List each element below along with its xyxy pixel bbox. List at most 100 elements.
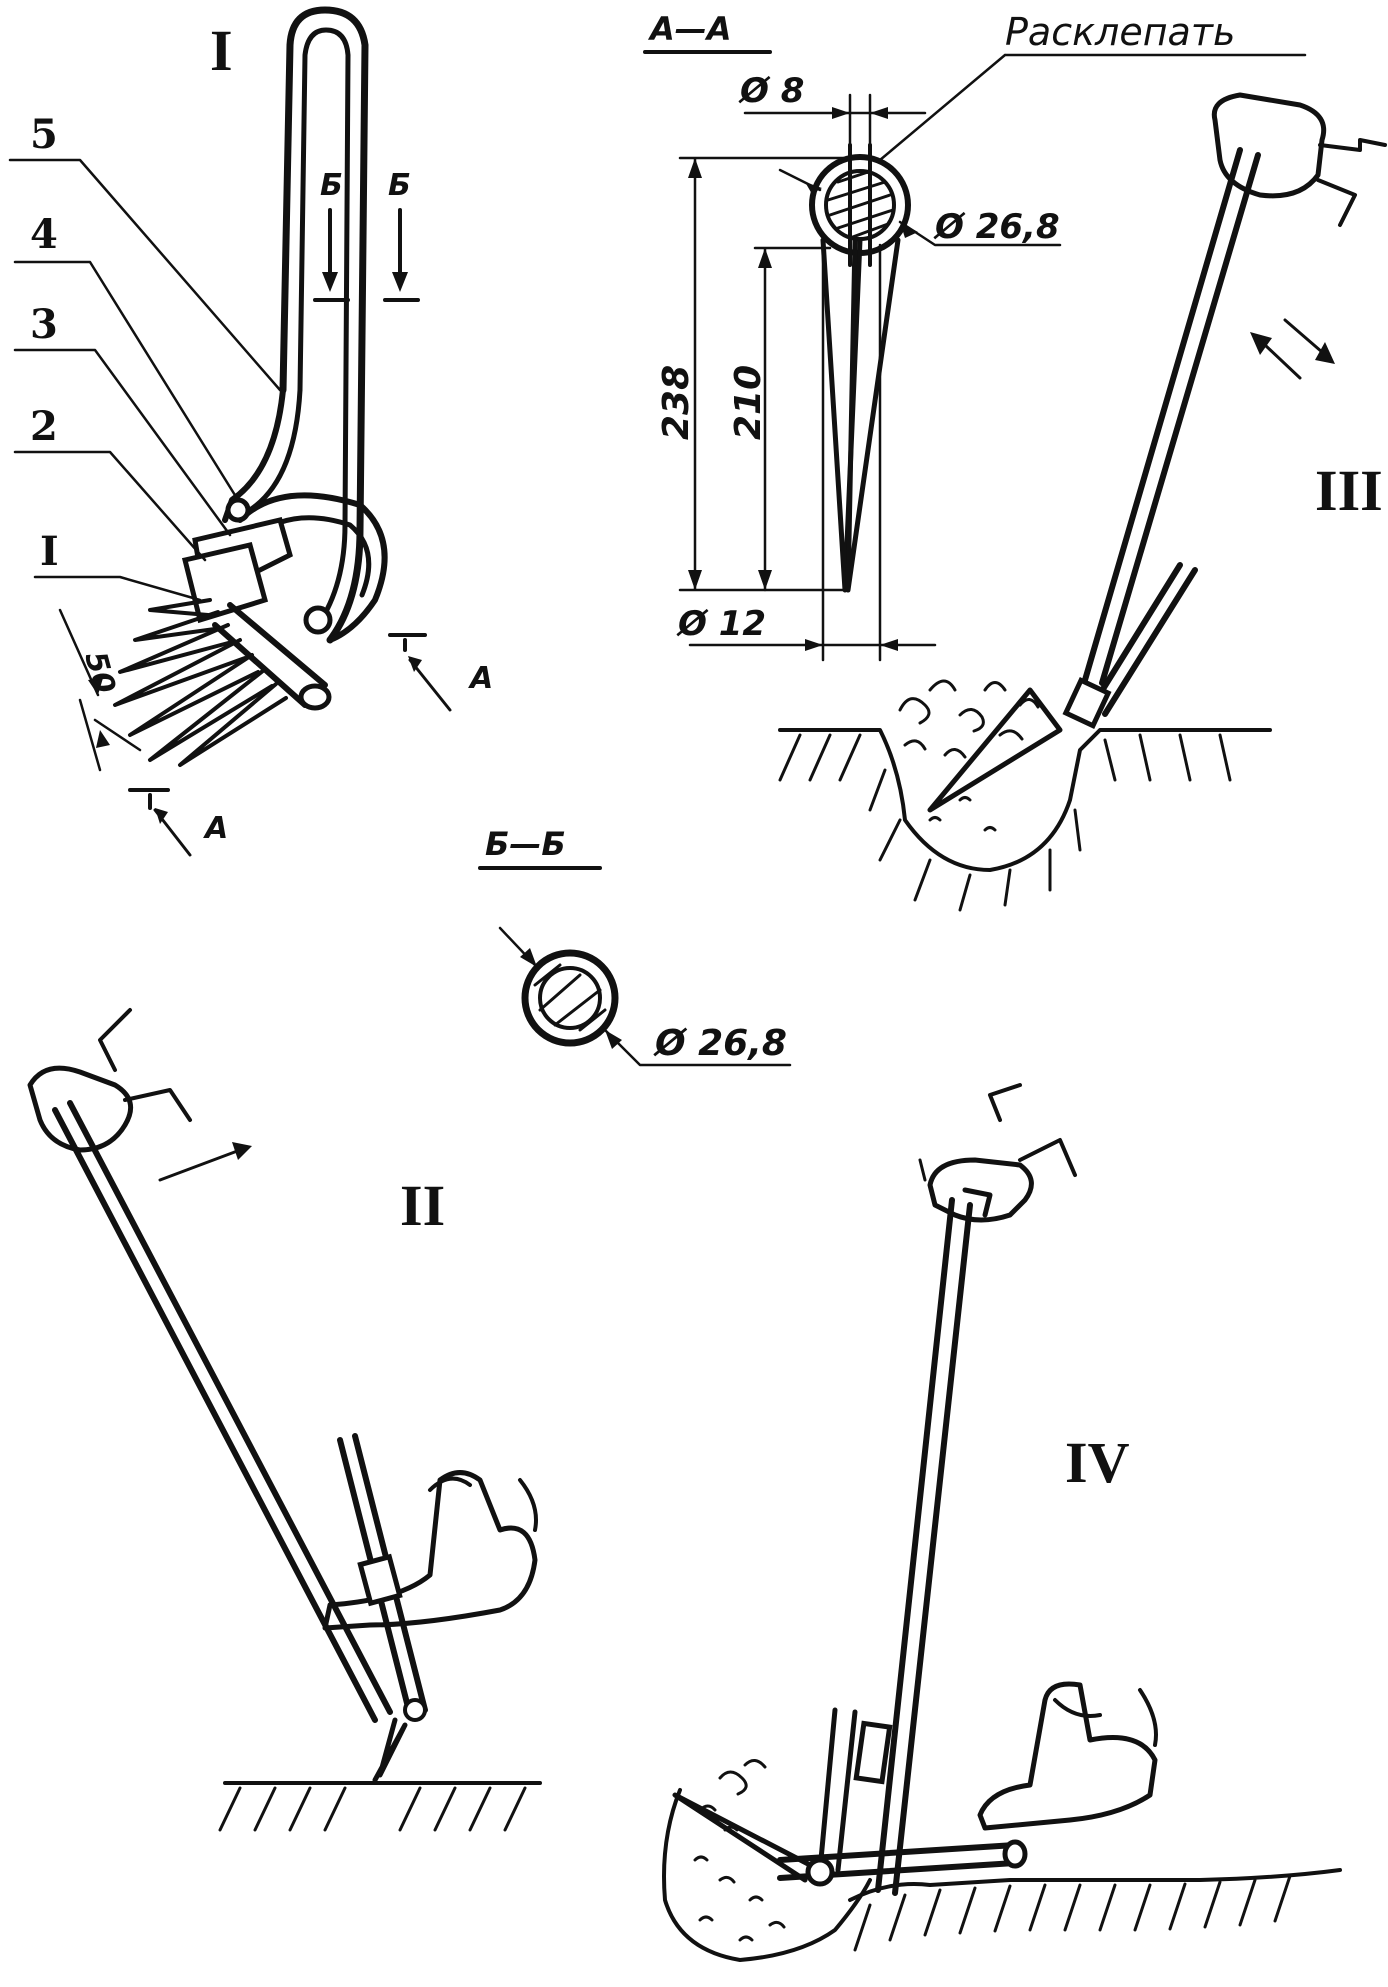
- rivet-note: Расклепать: [1005, 10, 1235, 54]
- section-a-mark-bottom-bar: [128, 788, 170, 810]
- view-ii: II: [27, 1008, 542, 1832]
- tooth-length-label: 210: [728, 365, 769, 440]
- tube-b-outer: [521, 949, 619, 1047]
- view-i-label: I: [210, 18, 233, 83]
- tooth: [148, 668, 274, 762]
- length-210-lines: [753, 246, 832, 592]
- tooth: [128, 653, 260, 737]
- lever-arm-iv: [817, 1707, 858, 1873]
- sleeve-iv: [988, 1083, 1077, 1177]
- ground-pit-iii: [778, 728, 1272, 872]
- lever-iii: [1087, 562, 1198, 717]
- boot-iv: [977, 1681, 1158, 1831]
- tooth-base-lines: [688, 238, 937, 662]
- teeth: [113, 598, 288, 767]
- teeth-iii: [927, 687, 1063, 813]
- tooth-base-diameter-label: Ø 12: [676, 604, 766, 644]
- leader-3: [13, 348, 232, 537]
- view-iv: IV: [662, 1083, 1342, 1962]
- ground-hatching-ii: [218, 1786, 527, 1832]
- boot-ii: [322, 1470, 538, 1631]
- ground-iv: [848, 1868, 1342, 1902]
- hand-ii: [27, 1065, 134, 1153]
- callout-1: I: [40, 528, 59, 575]
- section-a-letter-bottom: А: [203, 811, 228, 846]
- rivet-lower: [303, 605, 333, 635]
- tick-iv: [918, 1158, 927, 1182]
- callout-4: 4: [30, 211, 58, 258]
- tooth-ii: [372, 1717, 408, 1783]
- callout-2: 2: [30, 403, 58, 450]
- overall-height-label: 238: [656, 365, 697, 440]
- handle-ii: [52, 1100, 393, 1723]
- axle-bar: [212, 602, 328, 708]
- axle-end: [298, 683, 332, 711]
- clamp-block: [181, 542, 269, 624]
- section-b-letter-right: Б: [388, 168, 411, 203]
- sleeve-iii: [1316, 138, 1387, 227]
- section-b-arrowhead-left: [322, 272, 338, 292]
- ground-hatching-iv: [853, 1874, 1292, 1952]
- view-i-assembly: I 5 4 3 2: [8, 6, 493, 857]
- section-a-arrow-top: [408, 658, 452, 712]
- boot-detail-iv: [1053, 1688, 1158, 1747]
- soil-mound-iv: [662, 1788, 872, 1962]
- motion-arrowheads-iii: [1250, 332, 1335, 364]
- rivet-diameter-arrows: [832, 107, 888, 119]
- teeth-iv: [672, 1792, 813, 1883]
- sleeve-ii: [98, 1008, 192, 1122]
- callout-3: 3: [30, 301, 58, 348]
- tooth: [148, 598, 212, 617]
- view-ii-label: II: [400, 1173, 445, 1238]
- tube-hatching: [826, 170, 895, 240]
- tube-diameter-label-b: Ø 26,8: [653, 1023, 787, 1064]
- soil-lumps-iii: [898, 679, 1040, 832]
- section-aa: А—А Расклепать Ø 8 Ø 26,8 238 210 Ø 12: [643, 10, 1307, 662]
- rivet-note-leader: [878, 53, 1307, 162]
- tooth: [133, 610, 224, 642]
- hand-iii: [1211, 92, 1327, 199]
- section-bb-title: Б—Б: [485, 825, 566, 863]
- rivet-diameter-label: Ø 8: [738, 71, 804, 111]
- boot-detail-ii: [428, 1476, 538, 1532]
- clamp-iv: [853, 1720, 893, 1785]
- rivet-upper: [225, 497, 251, 523]
- handle-bend-inner: [247, 387, 303, 513]
- tube-diameter-arrows-a: [805, 182, 918, 238]
- section-a-arrowhead-bottom: [155, 808, 168, 824]
- section-a-letter-top: А: [468, 661, 493, 696]
- tooth: [118, 623, 234, 674]
- motion-arrows-iii: [1263, 318, 1324, 380]
- pivot-ii: [403, 1698, 427, 1722]
- clamp-iii: [1062, 677, 1112, 729]
- tube-b-hatching: [533, 963, 607, 1032]
- handle-tube-outer: [279, 6, 369, 644]
- tube-diameter-label-a: Ø 26,8: [933, 207, 1060, 247]
- view-iii-label: III: [1315, 458, 1383, 523]
- tooth-profile-right: [845, 237, 901, 593]
- hook-loop: [237, 492, 388, 643]
- motion-arrow-ii: [158, 1148, 242, 1182]
- handle-tube-inner: [297, 27, 351, 628]
- section-a-arrowhead-top: [408, 656, 422, 672]
- tube-b-arrowheads: [520, 948, 622, 1049]
- soil-lumps-iv: [693, 1759, 786, 1942]
- tooth: [113, 638, 247, 707]
- section-b-letter-left: Б: [320, 168, 343, 203]
- height-238-lines: [678, 156, 852, 592]
- handle-iii: [1082, 147, 1261, 686]
- view-iv-label: IV: [1065, 1430, 1130, 1495]
- section-a-mark-top-bar: [388, 633, 427, 652]
- handle-grip-iv: [962, 1187, 993, 1218]
- section-bb: Б—Б Ø 26,8: [478, 825, 792, 1067]
- hand-iv: [927, 1157, 1034, 1223]
- ground-hatching-iii: [778, 733, 1232, 912]
- leader-5: [8, 158, 282, 392]
- section-aa-title: А—А: [647, 10, 732, 48]
- foot-bar-end-iv: [1002, 1839, 1028, 1869]
- tooth: [178, 682, 288, 767]
- motion-arrowhead-ii: [232, 1142, 252, 1160]
- pivot-iv: [805, 1857, 835, 1887]
- tooth-spacing-label: 50: [77, 648, 122, 697]
